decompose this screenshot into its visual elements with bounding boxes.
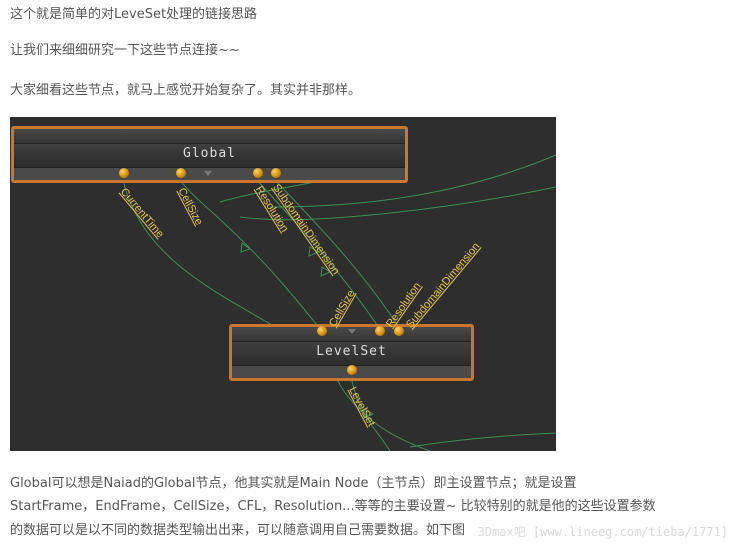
global-node[interactable]: Global (11, 126, 408, 183)
levelset-node[interactable]: LevelSet (229, 324, 474, 381)
output-port-currenttime[interactable] (119, 168, 129, 178)
input-port-cellsize[interactable] (317, 326, 327, 336)
paragraph-1: 这个就是简单的对LeveSet处理的链接思路 (10, 7, 258, 22)
expand-arrow-icon[interactable] (204, 171, 212, 176)
input-port-resolution[interactable] (375, 326, 385, 336)
description-line-1: Global可以想是Naiad的Global节点，他其实就是Main Node（… (10, 476, 577, 491)
paragraph-2: 让我们来细细研究一下这些节点连接~~ (10, 43, 240, 58)
output-port-subdomaindimension[interactable] (271, 168, 281, 178)
description-line-2: StartFrame，EndFrame，CellSize，CFL，Resolut… (10, 499, 656, 514)
description-line-3: 的数据可以是以不同的数据类型输出出来，可以随意调用自己需要数据。如下图 (10, 523, 466, 538)
collapse-arrow-icon[interactable] (348, 329, 356, 334)
input-port-subdomaindimension[interactable] (394, 326, 404, 336)
output-port-cellsize[interactable] (176, 168, 186, 178)
global-node-title: Global (183, 146, 236, 161)
paragraph-3: 大家细看这些节点，就马上感觉开始复杂了。其实并非那样。 (10, 83, 362, 98)
output-port-levelset[interactable] (347, 365, 357, 375)
watermark: 3Dmax吧 [www.lineeg.com/tieba/1771] (477, 525, 728, 539)
output-port-resolution[interactable] (253, 168, 263, 178)
levelset-node-title: LevelSet (316, 344, 387, 359)
node-graph-screenshot: Global LevelSet CurrentTime CellSize Res… (10, 117, 556, 451)
